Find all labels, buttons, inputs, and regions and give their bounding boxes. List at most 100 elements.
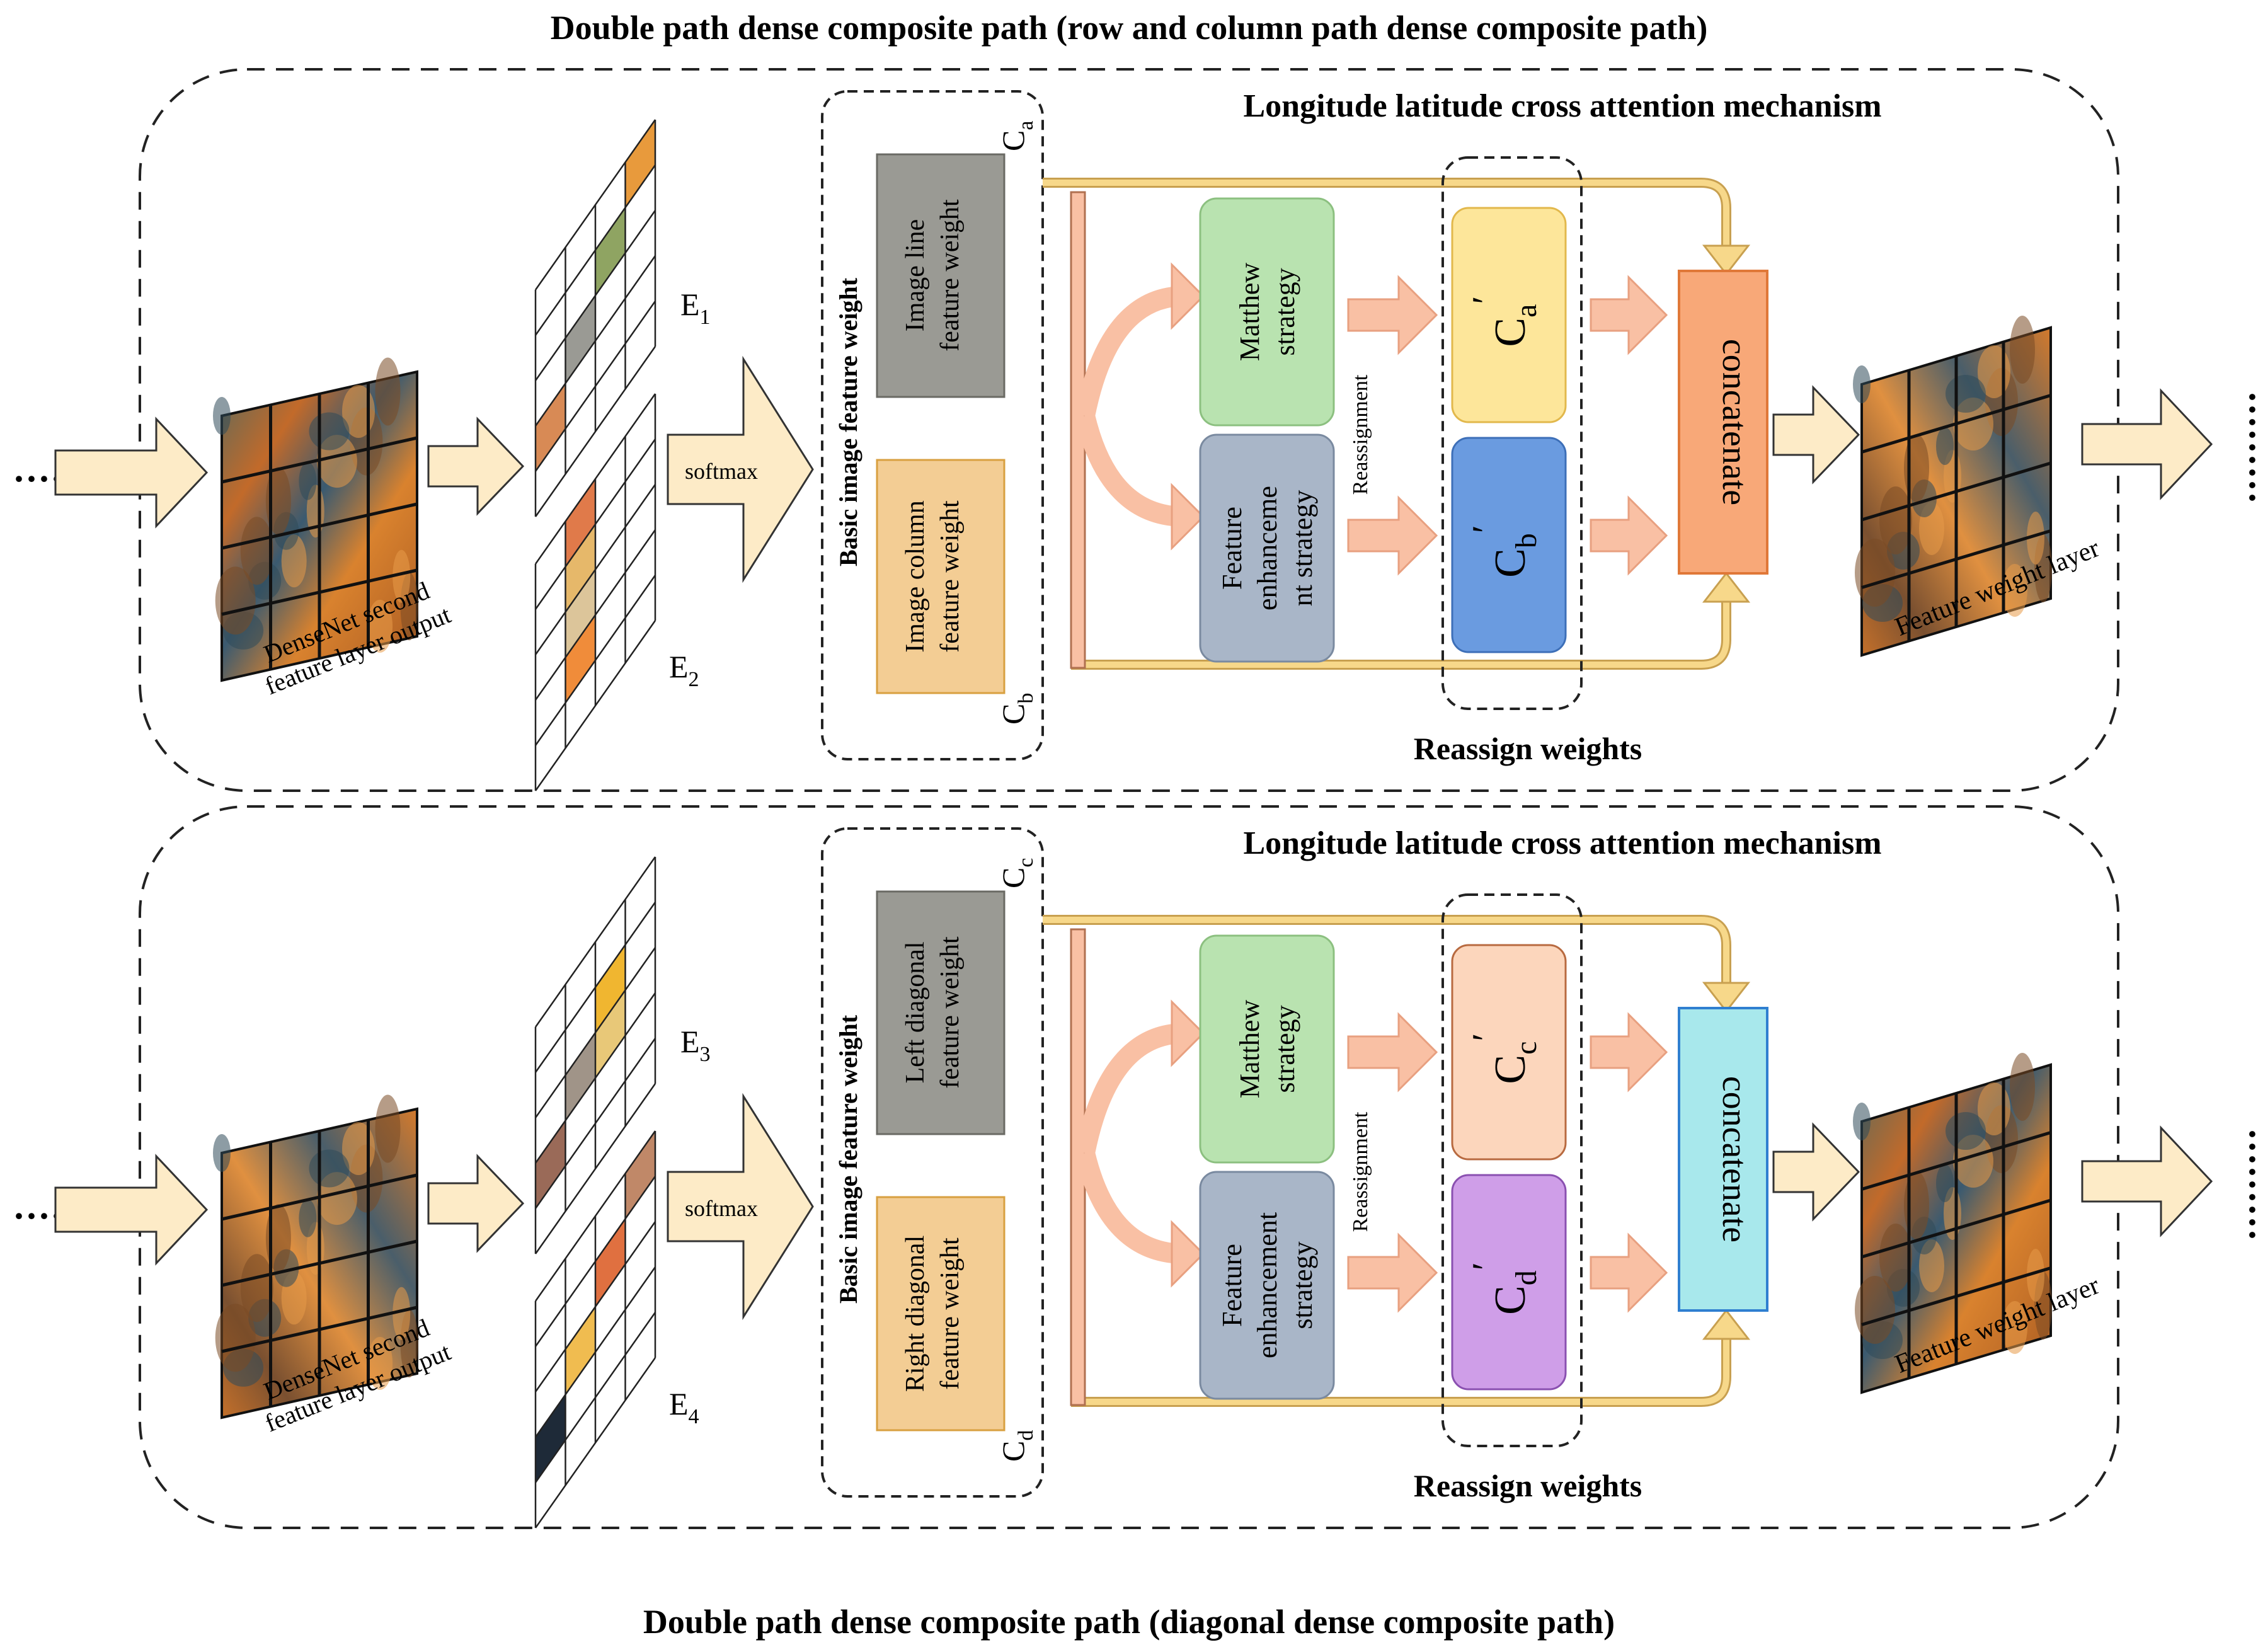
grid-cell bbox=[565, 615, 595, 703]
texture-blob bbox=[2027, 1249, 2044, 1302]
cprime-bottom-box bbox=[1451, 1174, 1567, 1391]
texture-blob bbox=[367, 1336, 393, 1390]
texture-blob bbox=[2002, 1301, 2027, 1354]
texture-blob bbox=[1936, 427, 1954, 465]
concatenate-box bbox=[1678, 270, 1768, 575]
grid-cell bbox=[595, 990, 626, 1078]
grid-cell bbox=[536, 1394, 566, 1483]
texture-blob bbox=[1946, 375, 1986, 413]
basic-feature-label: Basic image feature weight bbox=[834, 277, 863, 566]
grid-top-label: E1 bbox=[680, 287, 711, 329]
feature-weight-top-box bbox=[876, 890, 1006, 1135]
texture-blob bbox=[1936, 1164, 1954, 1202]
bypass-top-head bbox=[1702, 244, 1751, 276]
to-concat-top-arrow bbox=[1590, 275, 1668, 355]
grid-cell bbox=[536, 1120, 566, 1208]
texture-blob bbox=[215, 1304, 256, 1372]
fork-bottom-head bbox=[1171, 1220, 1205, 1288]
output-ellipsis: ········· bbox=[2232, 391, 2258, 504]
to-grid-arrow bbox=[427, 1154, 525, 1253]
texture-blob bbox=[2010, 1053, 2035, 1121]
cprime-top-text: Ca′ bbox=[1465, 295, 1543, 347]
bypass-top-line bbox=[1043, 917, 1729, 986]
texture-blob bbox=[299, 1199, 317, 1237]
feature-weight-bottom-box bbox=[876, 1196, 1006, 1431]
strategy-top-box bbox=[1199, 197, 1335, 427]
bypass-bottom-outline bbox=[1071, 599, 1731, 670]
cprime-bottom-text: Cd′ bbox=[1465, 1262, 1543, 1315]
to-concat-top-arrow bbox=[1590, 1012, 1668, 1093]
to-grid-arrow bbox=[427, 416, 525, 516]
input-arrow bbox=[54, 1154, 209, 1266]
reassign-weights-label: Reassign weights bbox=[1414, 1468, 1642, 1503]
to-cprime-bottom-arrow bbox=[1347, 495, 1438, 576]
basic-feature-label: Basic image feature weight bbox=[834, 1014, 863, 1304]
panel-diagonal: Longitude latitude cross attention mecha… bbox=[13, 805, 2258, 1529]
grid-top-label: E3 bbox=[680, 1024, 711, 1066]
cprime-top-box bbox=[1451, 944, 1567, 1161]
grid-cell bbox=[595, 207, 626, 295]
to-concat-bottom-arrow bbox=[1590, 1232, 1668, 1313]
c-bottom-label: Cb bbox=[995, 693, 1038, 725]
reassign-box bbox=[1441, 893, 1583, 1447]
grid-bottom-label: E2 bbox=[669, 649, 699, 691]
bypass-bottom-head bbox=[1702, 571, 1751, 603]
c-top-label: Ca bbox=[995, 121, 1038, 151]
grid-cell bbox=[565, 295, 595, 384]
feature-weight-bottom-box bbox=[876, 459, 1006, 694]
grid-cell bbox=[625, 120, 655, 208]
output-ellipsis: ········· bbox=[2232, 1128, 2258, 1241]
grid-cell bbox=[536, 383, 566, 471]
grid-cell bbox=[595, 944, 626, 1033]
bypass-top-head bbox=[1702, 982, 1751, 1013]
input-feature-image bbox=[213, 357, 418, 682]
bypass-bottom-line bbox=[1071, 599, 1729, 668]
texture-blob bbox=[2010, 316, 2035, 384]
bypass-bottom-line bbox=[1071, 1336, 1729, 1405]
basic-feature-box bbox=[821, 827, 1044, 1498]
grid-cell bbox=[565, 570, 595, 658]
feature-weight-top-box bbox=[876, 153, 1006, 398]
texture-blob bbox=[213, 397, 231, 435]
texture-blob bbox=[299, 462, 317, 500]
grid-e-bottom bbox=[534, 1130, 656, 1529]
mechanism-title: Longitude latitude cross attention mecha… bbox=[1243, 825, 1881, 861]
reassign-box bbox=[1441, 156, 1583, 710]
grid-cell bbox=[625, 1131, 655, 1219]
texture-blob bbox=[240, 517, 273, 585]
output-arrow bbox=[2081, 388, 2213, 500]
cprime-bottom-text: Cb′ bbox=[1465, 525, 1543, 578]
cprime-top-box bbox=[1451, 207, 1567, 423]
to-cprime-bottom-arrow bbox=[1347, 1232, 1438, 1313]
texture-blob bbox=[309, 412, 350, 450]
bypass-top-line bbox=[1043, 180, 1729, 249]
bottom-title: Double path dense composite path (diagon… bbox=[643, 1603, 1615, 1641]
fork-bottom-curve bbox=[1075, 1150, 1185, 1264]
softmax-label: softmax bbox=[685, 459, 758, 484]
to-output-arrow bbox=[1772, 385, 1860, 485]
fork-top-head bbox=[1171, 999, 1205, 1067]
bypass-bottom-outline bbox=[1071, 1336, 1731, 1407]
texture-blob bbox=[375, 357, 401, 426]
texture-blob bbox=[213, 1134, 231, 1172]
softmax-arrow bbox=[667, 1093, 814, 1321]
fork-top-head bbox=[1171, 262, 1205, 330]
texture-blob bbox=[375, 1094, 401, 1163]
grid-e-bottom bbox=[534, 393, 656, 791]
texture-blob bbox=[393, 1287, 411, 1340]
strategy-bottom-box bbox=[1199, 433, 1335, 663]
concatenate-text: concatenate bbox=[1715, 339, 1754, 505]
bypass-bottom-head bbox=[1702, 1309, 1751, 1340]
to-output-arrow bbox=[1772, 1122, 1860, 1222]
mechanism-title: Longitude latitude cross attention mecha… bbox=[1243, 88, 1881, 124]
grid-cell bbox=[565, 524, 595, 612]
grid-cell bbox=[595, 1219, 626, 1307]
texture-blob bbox=[1855, 1276, 1895, 1344]
cprime-bottom-box bbox=[1451, 437, 1567, 653]
